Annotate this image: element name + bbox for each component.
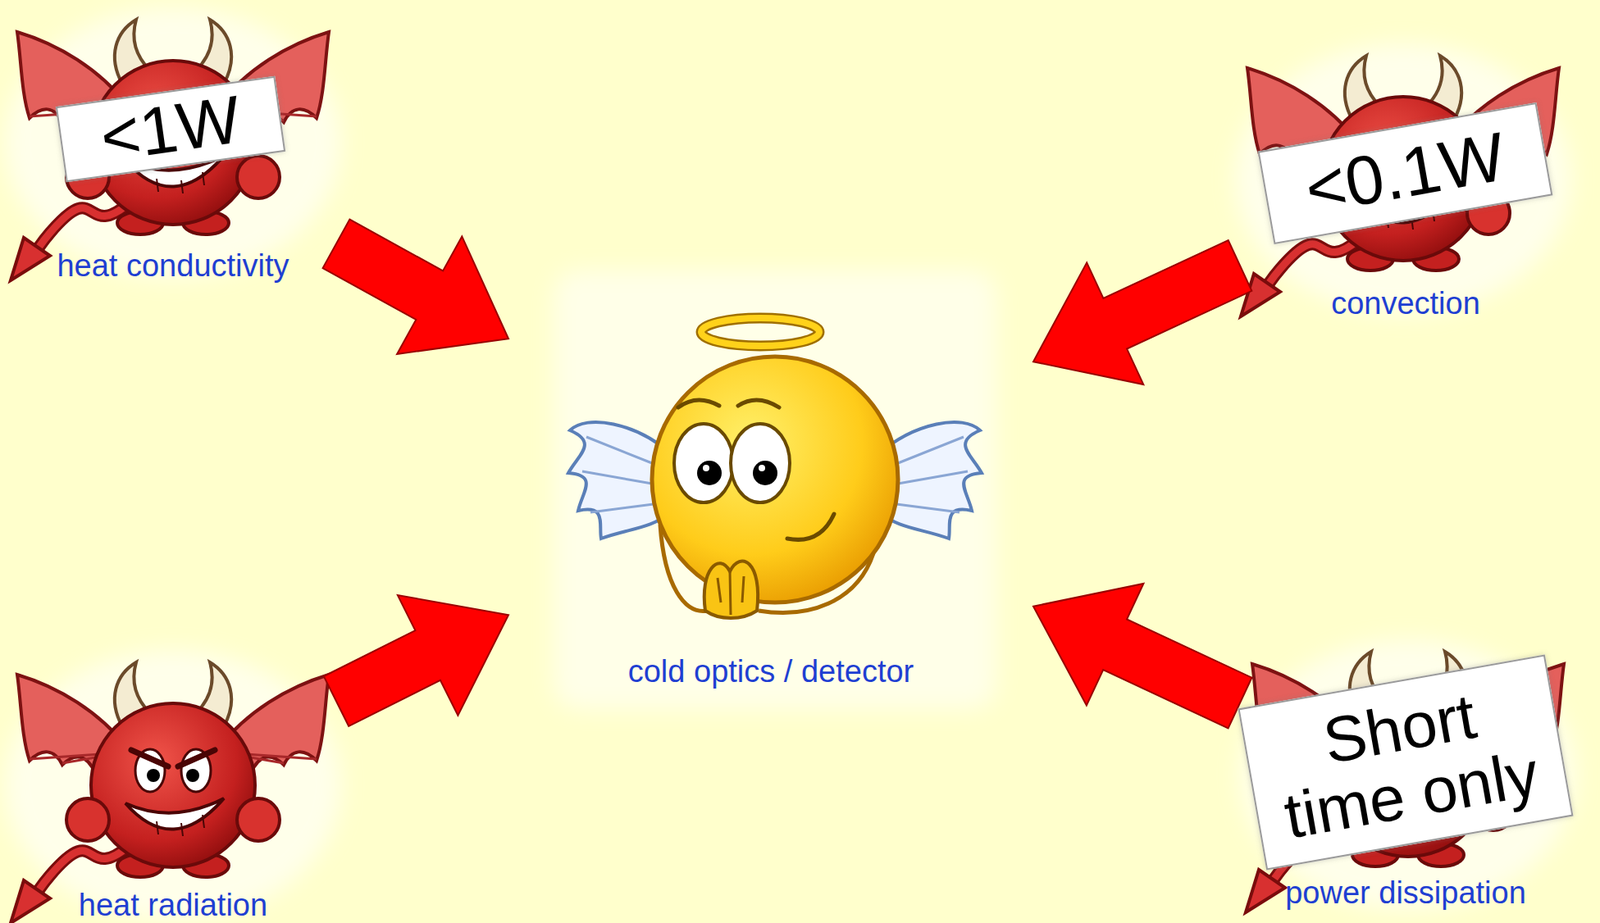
eye-highlight — [758, 464, 766, 472]
figure-label: power dissipation — [1223, 875, 1588, 912]
figure-node: cold optics / detector — [508, 270, 1034, 698]
angel-pupil — [697, 460, 722, 486]
value-tag: <1W — [55, 76, 286, 183]
angel-figure — [553, 270, 997, 710]
figure-node: heat conductivity<1W — [9, 20, 337, 288]
heat-flow-arrow — [1033, 583, 1252, 729]
figure-label: cold optics / detector — [492, 653, 1050, 690]
figure-label: heat conductivity — [0, 247, 353, 284]
heat-flow-arrow — [323, 595, 509, 727]
angry-brows — [131, 750, 215, 767]
value-text: <0.1W — [1299, 120, 1511, 227]
finger-line — [717, 571, 744, 616]
heat-flow-arrow — [1033, 240, 1252, 385]
feather-line — [896, 437, 968, 513]
figure-node: convection<0.1W — [1239, 50, 1572, 327]
eye-highlight — [702, 464, 710, 472]
devil-convection — [1235, 43, 1572, 317]
angel-arm — [758, 553, 874, 613]
value-text: <1W — [95, 84, 245, 174]
angel-eye — [730, 423, 790, 503]
feather-line — [582, 437, 654, 513]
value-tag: <0.1W — [1258, 102, 1554, 245]
figure-node: power dissipationShort time only — [1239, 638, 1572, 923]
figure-glow — [553, 270, 997, 710]
figure-label: convection — [1223, 285, 1588, 322]
figure-label: heat radiation — [0, 887, 353, 923]
heat-flow-arrow — [323, 219, 509, 355]
value-tag: Short time only — [1238, 655, 1574, 871]
angel-arm — [660, 524, 708, 611]
angel-face — [651, 356, 899, 603]
angel-smile — [787, 514, 835, 540]
devil-radiation — [4, 650, 342, 923]
value-text: Short time only — [1258, 672, 1552, 853]
angel-brows — [678, 400, 780, 408]
angel-eye — [674, 423, 734, 503]
angel-pupil — [752, 460, 778, 486]
halo — [701, 318, 820, 347]
praying-hands — [704, 561, 758, 619]
devil-conduction — [4, 7, 342, 281]
halo-outline — [701, 318, 820, 347]
figure-node: heat radiation — [9, 642, 337, 923]
